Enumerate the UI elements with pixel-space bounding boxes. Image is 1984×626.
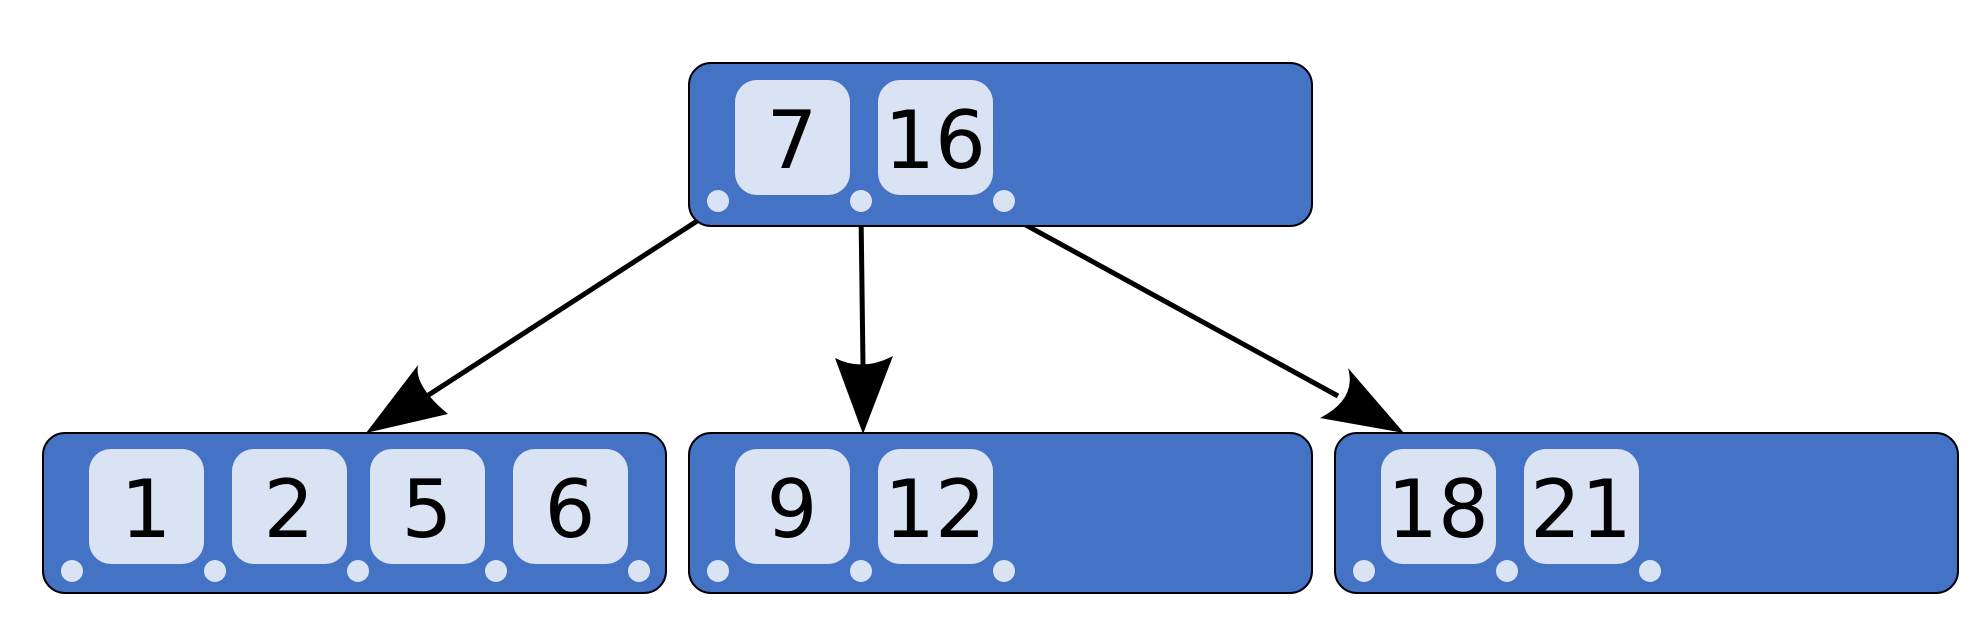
child-3-key-2: 21: [1524, 449, 1639, 564]
key-box: [370, 449, 485, 564]
key-box: [89, 449, 204, 564]
key-label: 7: [767, 94, 818, 187]
arrowhead-icon: [366, 365, 448, 433]
key-box: [878, 80, 993, 195]
pointer-dot: [347, 560, 369, 582]
key-box: [232, 449, 347, 564]
edges: [366, 209, 1404, 434]
key-box: [878, 449, 993, 564]
key-label: 6: [545, 463, 596, 556]
key-box: [735, 449, 850, 564]
child-2-key-2: 12: [878, 449, 993, 564]
edge-line: [425, 209, 713, 399]
key-label: 9: [767, 463, 818, 556]
pointer-dot: [204, 560, 226, 582]
key-box: [513, 449, 628, 564]
child-2-key-1: 9: [735, 449, 850, 564]
key-box: [735, 80, 850, 195]
pointer-dot: [1353, 560, 1375, 582]
root-key-1: 7: [735, 80, 850, 195]
root-node: 7 16: [688, 62, 1313, 227]
pointer-dot: [993, 190, 1015, 212]
key-label: 5: [402, 463, 453, 556]
edge-root-to-child-2: [835, 211, 893, 434]
key-label: 2: [264, 463, 315, 556]
child-1-key-2: 2: [232, 449, 347, 564]
key-label: 21: [1530, 463, 1632, 556]
pointer-dot: [485, 560, 507, 582]
key-label: 16: [884, 94, 986, 187]
pointer-dot: [1496, 560, 1518, 582]
root-key-2: 16: [878, 80, 993, 195]
pointer-dot: [707, 190, 729, 212]
key-box: [1381, 449, 1496, 564]
key-label: 12: [884, 463, 986, 556]
key-label: 18: [1387, 463, 1489, 556]
pointer-dot: [850, 190, 872, 212]
child-node-3: 18 21: [1334, 432, 1959, 594]
arrowhead-icon: [835, 356, 893, 434]
child-1-key-3: 5: [370, 449, 485, 564]
edge-line: [858, 211, 866, 367]
edge-line: [1000, 209, 1340, 399]
key-label: 1: [121, 463, 172, 556]
child-node-2: 9 12: [688, 432, 1313, 594]
edge-root-to-child-1: [366, 209, 713, 433]
arrowhead-icon: [1320, 368, 1404, 433]
child-1-key-1: 1: [89, 449, 204, 564]
pointer-dot: [707, 560, 729, 582]
child-3-key-1: 18: [1381, 449, 1496, 564]
pointer-dot: [850, 560, 872, 582]
pointer-dot: [1639, 560, 1661, 582]
pointer-dot: [61, 560, 83, 582]
key-box: [1524, 449, 1639, 564]
edge-root-to-child-3: [1000, 209, 1404, 433]
pointer-dot: [993, 560, 1015, 582]
child-1-key-4: 6: [513, 449, 628, 564]
pointer-dot: [628, 560, 650, 582]
child-node-1: 1 2 5 6: [42, 432, 667, 594]
